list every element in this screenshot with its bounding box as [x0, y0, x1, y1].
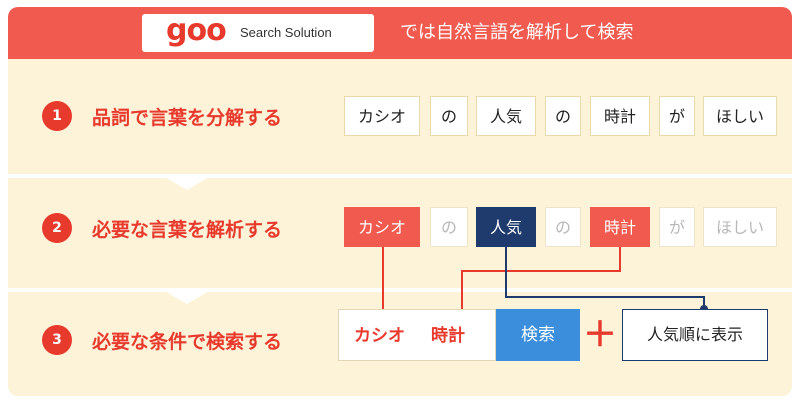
token-2-ga: が [659, 207, 695, 247]
token-1-tokei: 時計 [590, 96, 650, 136]
step-1-number: 1 [42, 101, 72, 131]
step-2-number: 2 [42, 213, 72, 243]
token-1-hoshii: ほしい [703, 96, 777, 136]
search-button[interactable]: 検索 [496, 309, 580, 361]
step-3-number: 3 [42, 325, 72, 355]
connector-ninki [505, 247, 705, 309]
step-2-label: 必要な言葉を解析する [92, 219, 283, 241]
down-arrow-2 [165, 291, 209, 304]
token-2-no-2: の [545, 207, 581, 247]
step-1-label: 品詞で言葉を分解する [92, 107, 283, 129]
header-title: では自然言語を解析して検索 [400, 22, 634, 43]
token-2-no: の [430, 207, 468, 247]
token-2-hoshii: ほしい [703, 207, 777, 247]
token-2-tokei: 時計 [590, 207, 650, 247]
sort-by-popularity: 人気順に表示 [622, 309, 768, 361]
plus-icon: ＋ [583, 315, 617, 355]
separator-1 [8, 174, 792, 178]
step-3-label: 必要な条件で検索する [92, 331, 283, 353]
token-2-casio: カシオ [344, 207, 420, 247]
connector-tokei [461, 247, 621, 318]
search-input[interactable]: カシオ 時計 [338, 309, 496, 361]
header-bar: goo Search Solution では自然言語を解析して検索 [8, 7, 792, 59]
token-1-no: の [430, 96, 468, 136]
logo-subtitle: Search Solution [240, 25, 332, 40]
down-arrow-1 [165, 177, 209, 190]
goo-logo: goo [166, 13, 227, 48]
token-2-ninki: 人気 [476, 207, 536, 247]
separator-2 [8, 288, 792, 292]
search-term-tokei: 時計 [431, 326, 465, 346]
token-1-no-2: の [545, 96, 581, 136]
token-1-ninki: 人気 [476, 96, 536, 136]
logo-box: goo Search Solution [142, 13, 374, 52]
token-1-casio: カシオ [344, 96, 420, 136]
search-term-casio: カシオ [354, 326, 405, 346]
token-1-ga: が [659, 96, 695, 136]
